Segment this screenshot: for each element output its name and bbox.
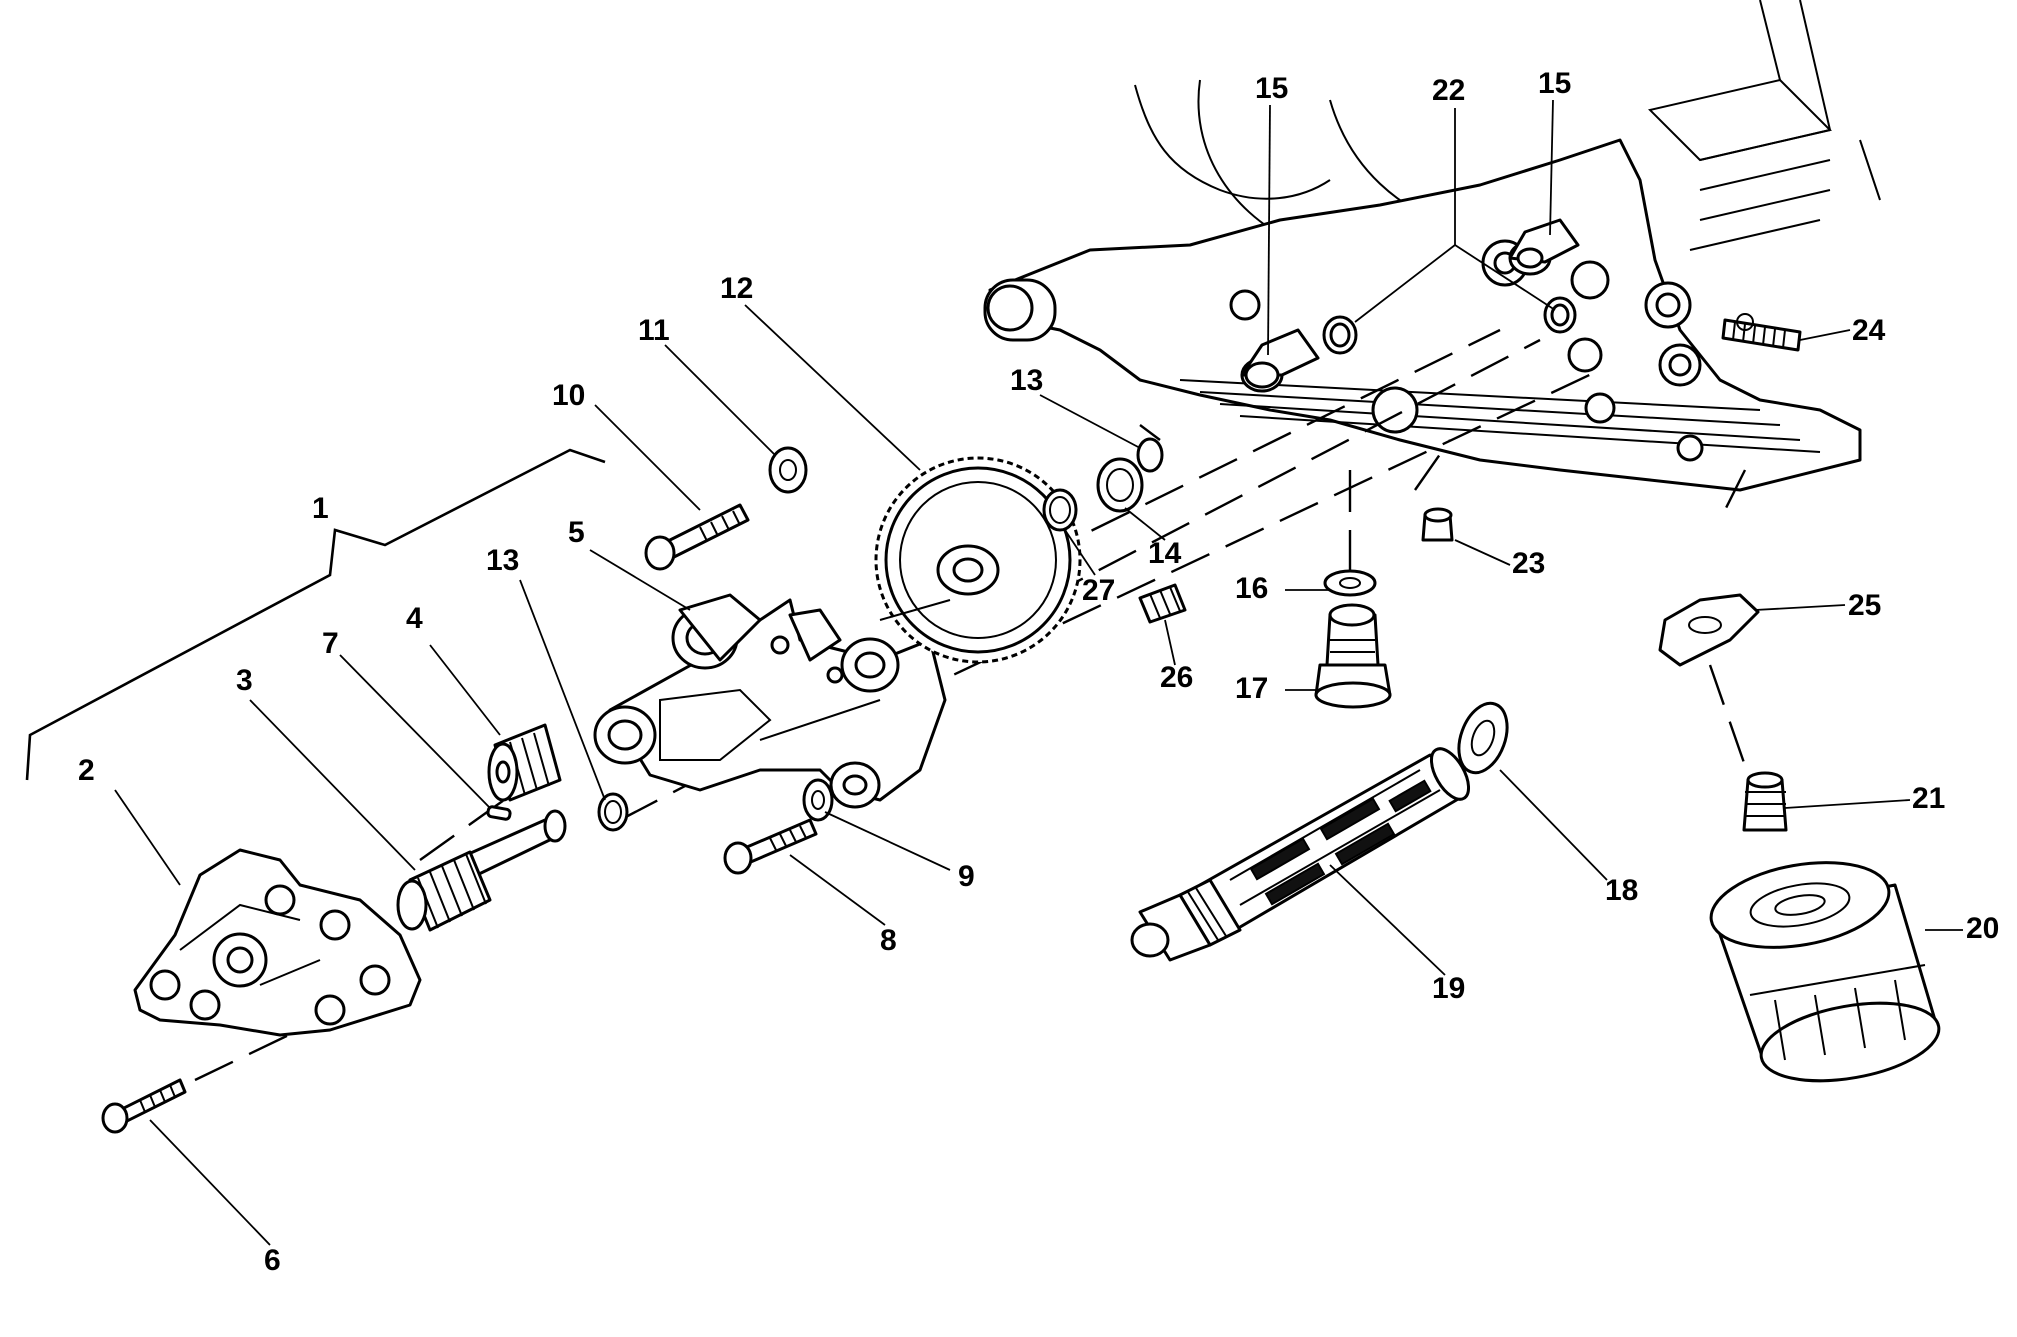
callout-13-lower: 13	[486, 544, 519, 577]
callout-27: 27	[1082, 574, 1115, 607]
callout-24: 24	[1852, 314, 1886, 347]
callout-13-upper: 13	[1010, 364, 1043, 397]
callout-20: 20	[1966, 912, 1999, 945]
spring-26	[1138, 583, 1187, 624]
leader-lines	[25, 99, 1963, 1246]
washer-25	[1658, 593, 1760, 667]
callout-12: 12	[720, 272, 753, 305]
filter-nipple-21	[1742, 771, 1788, 832]
callout-7: 7	[322, 627, 339, 660]
callout-5: 5	[568, 516, 585, 549]
circlip-13-upper	[1136, 437, 1164, 473]
callout-19: 19	[1432, 972, 1465, 1005]
washer-11	[768, 446, 808, 494]
plug-23	[1421, 507, 1454, 542]
callout-26: 26	[1160, 661, 1193, 694]
callout-2: 2	[78, 754, 95, 787]
callout-1: 1	[312, 492, 329, 525]
callout-14: 14	[1148, 537, 1182, 570]
seal-27	[1042, 488, 1078, 532]
callout-9: 9	[958, 860, 975, 893]
callout-10: 10	[552, 379, 585, 412]
callout-23: 23	[1512, 547, 1545, 580]
dowel-sleeve-15-left	[1240, 328, 1320, 393]
callout-22: 22	[1432, 74, 1465, 107]
callout-6: 6	[264, 1244, 281, 1277]
callout-4: 4	[406, 602, 423, 635]
callout-labels: 1 2 3 4 5 6 7 8 9 10 11 12 13 13 14 15 1…	[78, 67, 1999, 1277]
washer-18	[1457, 701, 1509, 775]
woodruff-key-7	[486, 805, 512, 821]
callout-18: 18	[1605, 874, 1638, 907]
filter-plug-17	[1314, 603, 1392, 709]
washer-9	[802, 778, 834, 822]
gear-12	[874, 456, 1082, 664]
pump-shaft-3	[396, 809, 567, 932]
drive-gear-4	[487, 723, 562, 802]
circlip-13-lower	[597, 792, 629, 832]
callout-21: 21	[1912, 782, 1945, 815]
bolt-10	[644, 503, 750, 571]
washer-16	[1323, 569, 1377, 597]
oil-strainer-19	[1130, 747, 1471, 962]
callout-3: 3	[236, 664, 253, 697]
oil-pump-body-5	[593, 593, 947, 809]
callout-11: 11	[638, 314, 670, 347]
plug-screw-24	[1721, 318, 1802, 352]
pump-cover-2	[133, 848, 422, 1037]
bolt-6	[101, 1078, 187, 1134]
bolt-8	[723, 818, 818, 875]
callout-15-right: 15	[1538, 67, 1571, 100]
callout-15-left: 15	[1255, 72, 1288, 105]
callout-16: 16	[1235, 572, 1268, 605]
dowel-sleeve-15-right	[1508, 218, 1580, 276]
bearing-14	[1096, 457, 1144, 513]
oil-filter-20	[1709, 861, 1941, 1083]
callout-8: 8	[880, 924, 897, 957]
callout-17: 17	[1235, 672, 1268, 705]
crankcase	[983, 0, 1881, 492]
callout-25: 25	[1848, 589, 1881, 622]
